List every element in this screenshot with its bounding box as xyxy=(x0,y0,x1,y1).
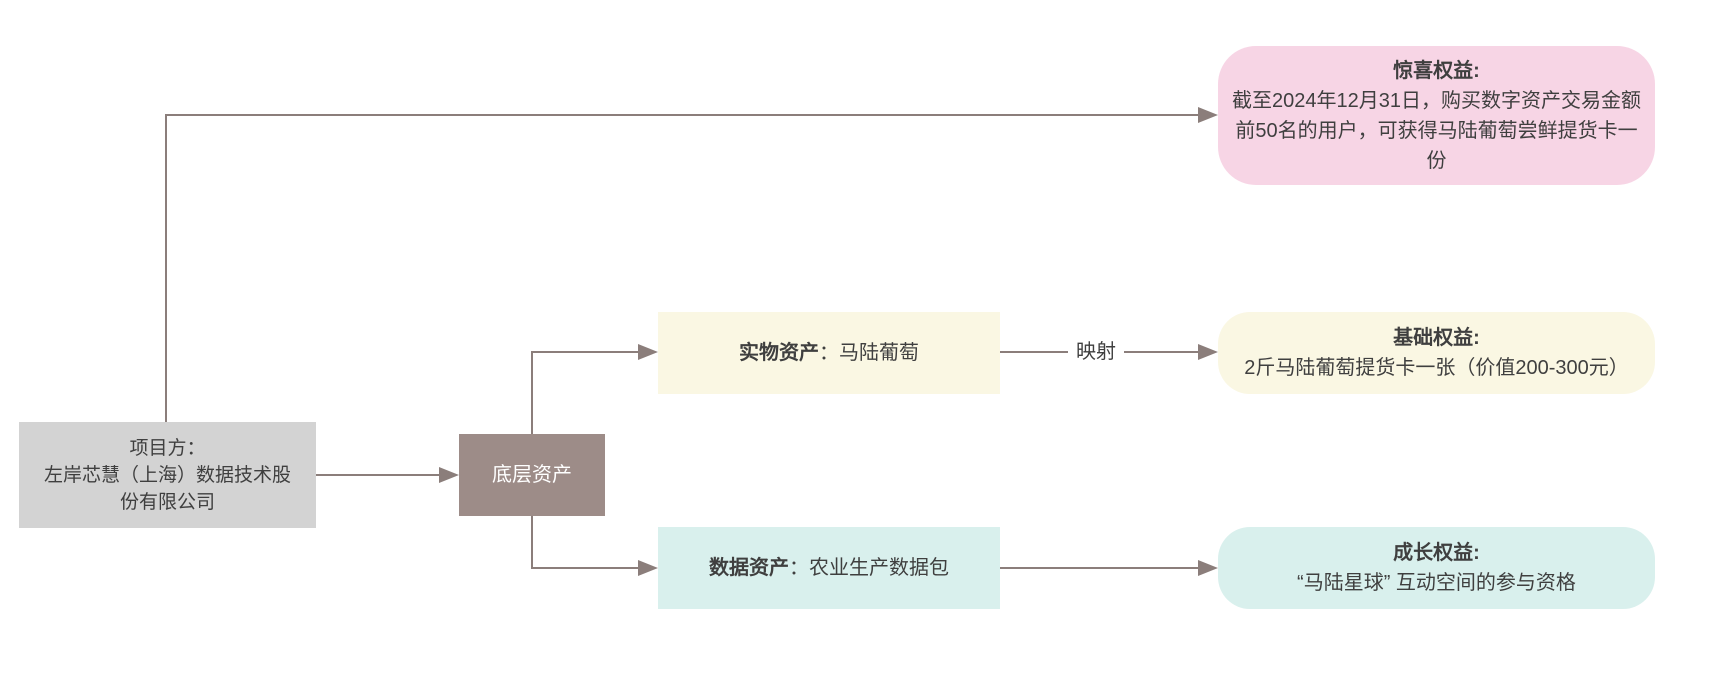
arrowhead-right-icon xyxy=(1198,344,1218,360)
underlying-asset-box: 底层资产 xyxy=(459,434,605,516)
project-title: 项目方： xyxy=(129,437,206,459)
physical-asset-label: 实物资产 xyxy=(739,342,819,364)
data-asset-box: 数据资产 ：农业生产数据包 xyxy=(658,527,1000,609)
connector-data-to-growth xyxy=(1000,567,1198,569)
growth-rights-body: “马陆星球” 互动空间的参与资格 xyxy=(1297,572,1576,594)
growth-rights-title: 成长权益: xyxy=(1393,542,1480,564)
growth-rights-box: 成长权益: “马陆星球” 互动空间的参与资格 xyxy=(1218,527,1655,609)
project-box: 项目方： 左岸芯慧（上海）数据技术股份有限公司 xyxy=(19,422,316,528)
physical-asset-value: ：马陆葡萄 xyxy=(819,342,919,364)
connector-underlying-to-physical-vertical xyxy=(531,351,533,434)
basic-rights-box: 基础权益: 2斤马陆葡萄提货卡一张（价值200-300元） xyxy=(1218,312,1655,394)
data-asset-label: 数据资产 xyxy=(709,557,789,579)
arrowhead-right-icon xyxy=(638,560,658,576)
arrowhead-right-icon xyxy=(1198,560,1218,576)
physical-asset-box: 实物资产 ：马陆葡萄 xyxy=(658,312,1000,394)
basic-rights-title: 基础权益: xyxy=(1393,327,1480,349)
basic-rights-body: 2斤马陆葡萄提货卡一张（价值200-300元） xyxy=(1244,357,1629,379)
connector-underlying-to-physical-horizontal xyxy=(531,351,638,353)
data-asset-value: ：农业生产数据包 xyxy=(789,557,949,579)
surprise-rights-title: 惊喜权益: xyxy=(1393,59,1480,82)
connector-underlying-to-data-vertical xyxy=(531,516,533,569)
arrowhead-right-icon xyxy=(638,344,658,360)
surprise-rights-box: 惊喜权益: 截至2024年12月31日，购买数字资产交易金额 前50名的用户，可… xyxy=(1218,46,1655,185)
project-name: 左岸芯慧（上海）数据技术股份有限公司 xyxy=(43,464,291,513)
arrowhead-right-icon xyxy=(1198,107,1218,123)
surprise-rights-body-line1: 截至2024年12月31日，购买数字资产交易金额 xyxy=(1232,89,1641,112)
surprise-rights-body-line2: 前50名的用户，可获得马陆葡萄尝鲜提货卡一份 xyxy=(1235,119,1638,172)
underlying-asset-label: 底层资产 xyxy=(492,464,572,486)
connector-project-to-surprise-vertical xyxy=(165,114,167,422)
mapping-label: 映射 xyxy=(1068,337,1124,367)
connector-underlying-to-data-horizontal xyxy=(531,567,638,569)
arrowhead-right-icon xyxy=(439,467,459,483)
connector-project-to-surprise-horizontal xyxy=(165,114,1198,116)
connector-project-to-underlying xyxy=(316,474,441,476)
